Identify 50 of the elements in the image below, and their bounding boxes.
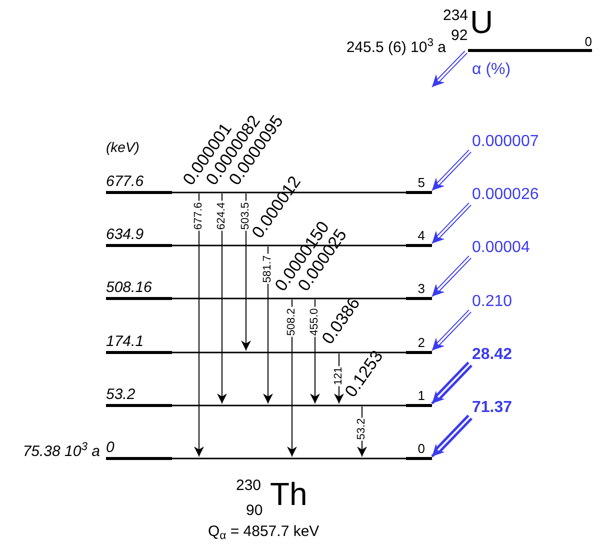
mass-number: 234 bbox=[443, 8, 468, 23]
level-index: 2 bbox=[416, 336, 425, 349]
q-value-label: Q$_{α}$ = 4857.7 keV bbox=[208, 524, 320, 539]
edge-label: 121 bbox=[334, 365, 344, 386]
alpha-decay-arrow bbox=[432, 309, 472, 351]
element-symbol: U bbox=[470, 6, 494, 38]
level-index: 0 bbox=[584, 35, 592, 48]
edge-label: α (%) bbox=[472, 62, 511, 78]
gamma-transition-arrow bbox=[194, 193, 204, 457]
alpha-decay-arrow bbox=[432, 202, 472, 244]
edge-label: 503.5 bbox=[240, 200, 252, 230]
energy-level-line bbox=[468, 48, 592, 52]
alpha-decay-arrow bbox=[432, 255, 472, 297]
edge-label: 508.2 bbox=[286, 306, 298, 336]
mass-number: 230 bbox=[236, 478, 262, 493]
edge-label: 677.6 bbox=[194, 200, 204, 230]
level-index: 0 bbox=[416, 442, 425, 455]
alpha-decay-arrow bbox=[432, 149, 472, 191]
level-energy: 53.2 bbox=[106, 387, 136, 402]
level-energy: 0 bbox=[106, 440, 114, 455]
unit-label: (keV) bbox=[106, 140, 140, 154]
energy-level-line bbox=[106, 404, 432, 406]
level-index: 4 bbox=[416, 229, 425, 242]
edge-label: 53.2 bbox=[356, 416, 368, 440]
level-energy: 508.16 bbox=[106, 280, 152, 295]
edge-label: 71.37 bbox=[472, 400, 512, 416]
level-index: 5 bbox=[416, 176, 425, 189]
atomic-number: 90 bbox=[246, 503, 263, 518]
edge-label: 624.4 bbox=[216, 200, 228, 230]
alpha-decay-arrow bbox=[432, 50, 468, 88]
edge-label: 581.7 bbox=[262, 254, 274, 284]
edge-label: 28.42 bbox=[472, 347, 512, 363]
edge-label: 0.210 bbox=[472, 294, 512, 310]
atomic-number: 92 bbox=[451, 28, 468, 43]
edge-label: 455.0 bbox=[310, 306, 320, 336]
level-energy: 634.9 bbox=[106, 227, 144, 242]
level-energy: 677.6 bbox=[106, 174, 144, 189]
energy-level-line bbox=[106, 456, 432, 460]
level-index: 3 bbox=[416, 282, 425, 295]
alpha-decay-arrow bbox=[430, 361, 473, 405]
alpha-decay-arrow bbox=[430, 414, 473, 458]
element-symbol: Th bbox=[270, 478, 308, 510]
half-life-label: 245.5 (6) 10$^{3}$ a bbox=[345, 40, 446, 55]
energy-level-line bbox=[106, 296, 432, 300]
half-life-label: 75.38 10$^{3}$ a bbox=[22, 444, 100, 459]
edge-label: 0.000007 bbox=[472, 134, 539, 150]
edge-label: 0.000026 bbox=[472, 187, 539, 203]
level-energy: 174.1 bbox=[106, 334, 144, 349]
edge-label: 0.00004 bbox=[472, 240, 530, 256]
level-index: 1 bbox=[416, 389, 425, 402]
